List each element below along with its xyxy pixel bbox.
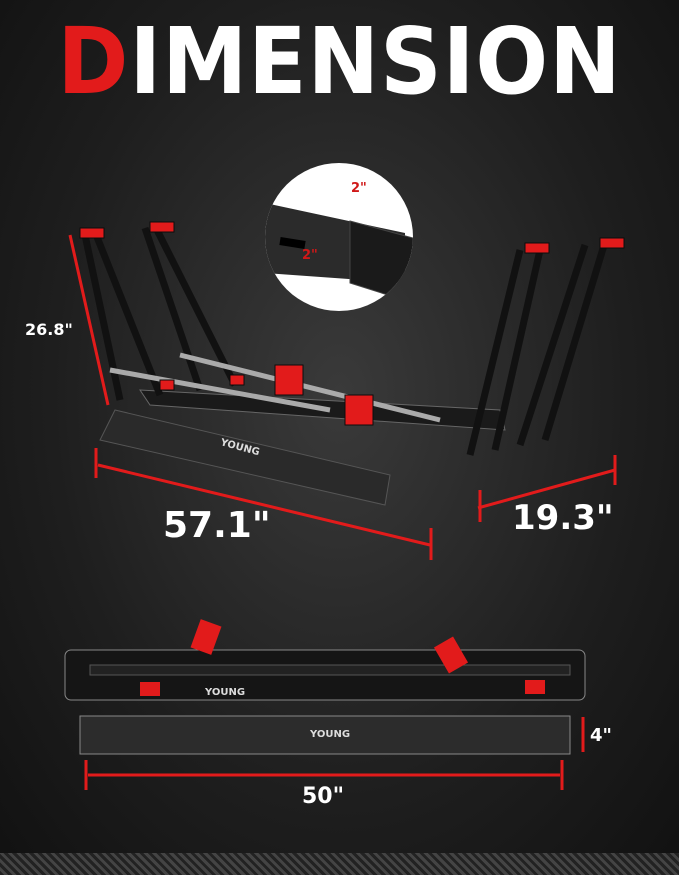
folded-height-label: 4" <box>590 725 612 746</box>
inset-height-label: 2" <box>302 248 318 263</box>
title-rest: IMENSION <box>129 8 622 115</box>
hitch-inset: 2" 2" <box>265 163 413 311</box>
inset-width-label: 2" <box>351 181 367 196</box>
brand-logo-folded: YOUNG <box>204 687 245 698</box>
title-first-letter: D <box>57 8 130 115</box>
depth-label: 19.3" <box>512 498 614 538</box>
length-label: 57.1" <box>163 505 271 546</box>
carbon-fiber-strip <box>0 853 679 875</box>
folded-length-label: 50" <box>302 784 345 809</box>
page-title: DIMENSION <box>24 12 655 112</box>
brand-logo-folded-2: YOUNG <box>309 729 350 740</box>
rack-folded <box>64 619 586 755</box>
rack-unfolded <box>79 221 625 506</box>
height-label: 26.8" <box>25 320 73 339</box>
